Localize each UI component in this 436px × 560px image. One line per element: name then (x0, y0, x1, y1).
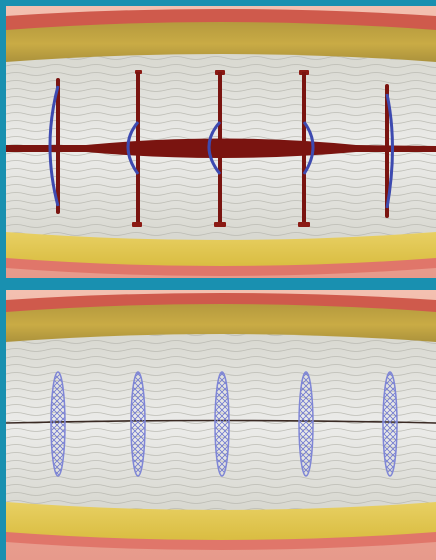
panel-open-wound (6, 6, 436, 278)
closed-wound-illustration (6, 290, 436, 560)
panel-closed-wound (6, 290, 436, 560)
open-wound-illustration (6, 6, 436, 278)
